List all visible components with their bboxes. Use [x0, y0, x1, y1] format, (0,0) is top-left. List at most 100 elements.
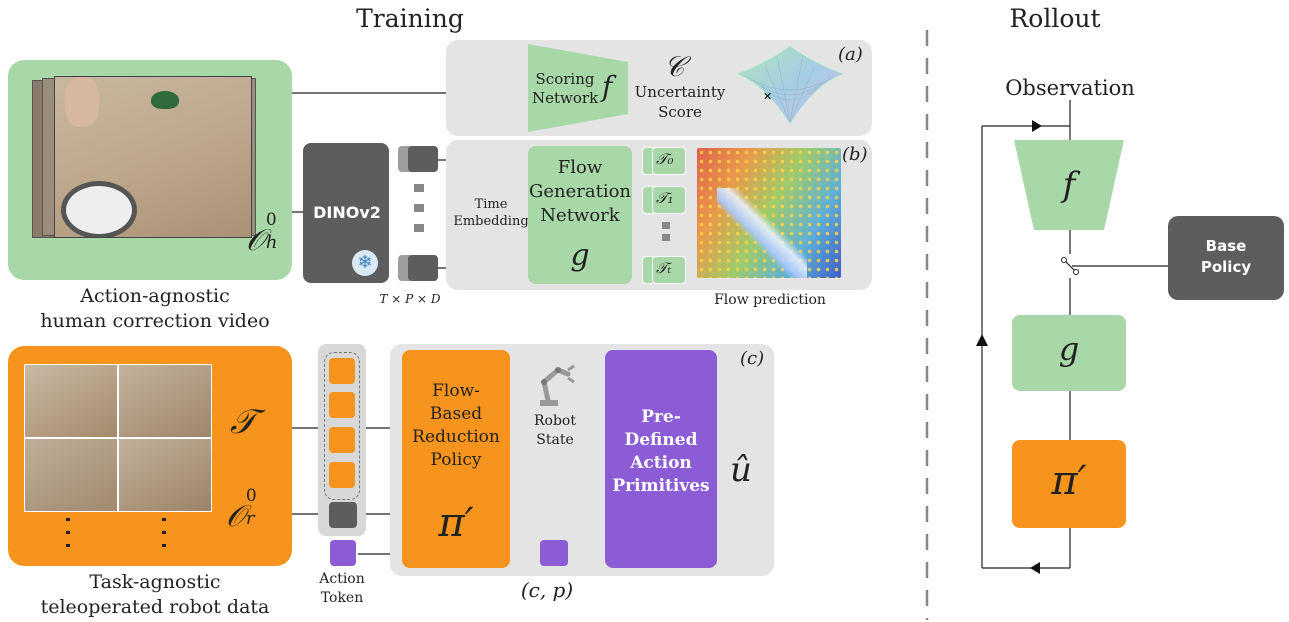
- robot-frame-1: [24, 364, 118, 438]
- feature-token-top: [408, 146, 438, 172]
- tau0-label: 𝒯₀: [656, 150, 674, 168]
- scoring-network-shape: [528, 44, 628, 132]
- cp-label: (c, p): [520, 578, 574, 602]
- tau-ellipsis: [662, 222, 670, 246]
- primitive-param-token: [540, 540, 568, 566]
- base-policy-label: Base Policy: [1168, 236, 1284, 278]
- dinov2-label: DINOv2: [313, 203, 381, 222]
- human-video-frame: [54, 76, 252, 238]
- robot-data-caption: Task-agnostic teleoperated robot data: [20, 570, 290, 620]
- robot-frame-3: [24, 438, 118, 512]
- policy-label: Flow- Based Reduction Policy: [402, 380, 510, 472]
- rollout-g-symbol: g: [1058, 330, 1080, 368]
- flow-gen-line2: Generation: [528, 181, 632, 202]
- uncertainty-score-label: Uncertainty Score: [630, 82, 730, 122]
- robot-state-line1: Robot: [534, 413, 576, 429]
- robot-obs-sup: 0: [245, 486, 257, 506]
- robot-state-label: Robot State: [520, 412, 590, 450]
- flow-g-symbol: g: [570, 238, 590, 273]
- rollout-observation-label: Observation: [1005, 76, 1135, 100]
- tau1-token: [652, 186, 686, 214]
- tau-token-1: [329, 358, 355, 384]
- robot-obs-sub: r: [245, 508, 255, 529]
- robot-frames-ellipsis-1: [66, 518, 70, 552]
- time-embedding-label: Time Embedding: [446, 196, 536, 230]
- rollout-f-symbol: f: [1062, 165, 1076, 205]
- flow-gen-line1: Flow: [557, 157, 603, 178]
- policy-line2: Based: [429, 404, 483, 424]
- action-token-label: Action Token: [302, 570, 382, 608]
- feature-token-ellipsis: [414, 184, 424, 242]
- pot-image: [151, 91, 179, 109]
- panel-b-tag: (b): [842, 144, 868, 165]
- obs-main: 𝒪: [246, 223, 265, 258]
- panel-a-tag: (a): [838, 44, 863, 65]
- panel-c-tag: (c): [740, 348, 765, 369]
- rollout-lines: [976, 100, 1168, 574]
- tau-token-2: [329, 392, 355, 418]
- time-line1: Time: [474, 197, 508, 212]
- frozen-snowflake-icon: ❄: [352, 250, 378, 276]
- flow-generation-label: Flow Generation Network: [528, 156, 632, 228]
- uncertainty-line1: Uncertainty: [634, 83, 726, 101]
- robot-frames-ellipsis-2: [162, 518, 166, 552]
- robot-tau-label: 𝒯: [230, 402, 257, 442]
- scoring-network-label: Scoring Network: [532, 70, 599, 107]
- time-line2: Embedding: [453, 214, 529, 229]
- base-policy-block: [1168, 216, 1284, 300]
- predefined-action-primitives: [605, 350, 717, 568]
- robot-state-line2: State: [536, 432, 574, 448]
- tau0-token: [652, 147, 686, 175]
- action-token: [330, 540, 356, 566]
- u-hat-output: û: [730, 450, 752, 490]
- tau-token-4: [329, 462, 355, 488]
- flow-gen-line3: Network: [540, 205, 620, 226]
- robot-obs-main: 𝒪: [226, 499, 245, 534]
- taut-token: [652, 256, 686, 284]
- observation-token: [329, 502, 357, 528]
- human-video-caption: Action-agnostic human correction video: [20, 284, 290, 334]
- primitives-label: Pre- Defined Action Primitives: [605, 406, 717, 498]
- uncertainty-surface-plot: ✕: [736, 45, 844, 125]
- rollout-g-network: [1012, 315, 1126, 391]
- svg-text:✕: ✕: [763, 90, 772, 103]
- rollout-pi-policy: [1012, 440, 1126, 528]
- primitives-line1: Pre-: [641, 407, 681, 427]
- feature-token-bottom: [408, 255, 438, 281]
- scoring-f-symbol: f: [602, 70, 613, 103]
- tau-token-3: [329, 427, 355, 453]
- flow-based-reduction-policy: [402, 350, 510, 568]
- primitives-line2: Defined: [624, 430, 698, 450]
- policy-line4: Policy: [430, 450, 482, 470]
- uncertainty-c-symbol: 𝒞: [664, 50, 685, 83]
- obs-sup: 0: [265, 210, 277, 230]
- uncertainty-line2: Score: [658, 103, 702, 121]
- caption-line1: Action-agnostic: [80, 285, 230, 307]
- action-token-line2: Token: [320, 590, 364, 606]
- tau1-label: 𝒯₁: [656, 189, 674, 207]
- rollout-f-network: [1014, 140, 1124, 230]
- policy-pi-symbol: π′: [438, 500, 474, 546]
- section-divider: [925, 30, 929, 620]
- policy-line3: Reduction: [412, 427, 500, 447]
- flow-generation-network: [528, 146, 632, 284]
- rollout-title: Rollout: [1009, 4, 1101, 33]
- flow-prediction-image: [697, 148, 841, 278]
- robot-frame-4: [118, 438, 212, 512]
- base-policy-line1: Base: [1205, 237, 1247, 255]
- feature-dims-label: T × P × D: [379, 292, 441, 306]
- tau-token-group: [324, 352, 360, 500]
- primitives-line4: Primitives: [612, 476, 710, 496]
- obs-sub: h: [265, 232, 278, 253]
- taut-label: 𝒯ₜ: [656, 259, 672, 277]
- flow-prediction-caption: Flow prediction: [714, 292, 826, 308]
- base-policy-line2: Policy: [1200, 258, 1252, 276]
- policy-line1: Flow-: [432, 381, 480, 401]
- robot-arm-icon: [540, 364, 575, 406]
- robot-caption-line2: teleoperated robot data: [40, 596, 270, 618]
- primitives-line3: Action: [630, 453, 692, 473]
- caption-line2: human correction video: [40, 310, 270, 332]
- rollout-pi-symbol: π′: [1051, 458, 1087, 504]
